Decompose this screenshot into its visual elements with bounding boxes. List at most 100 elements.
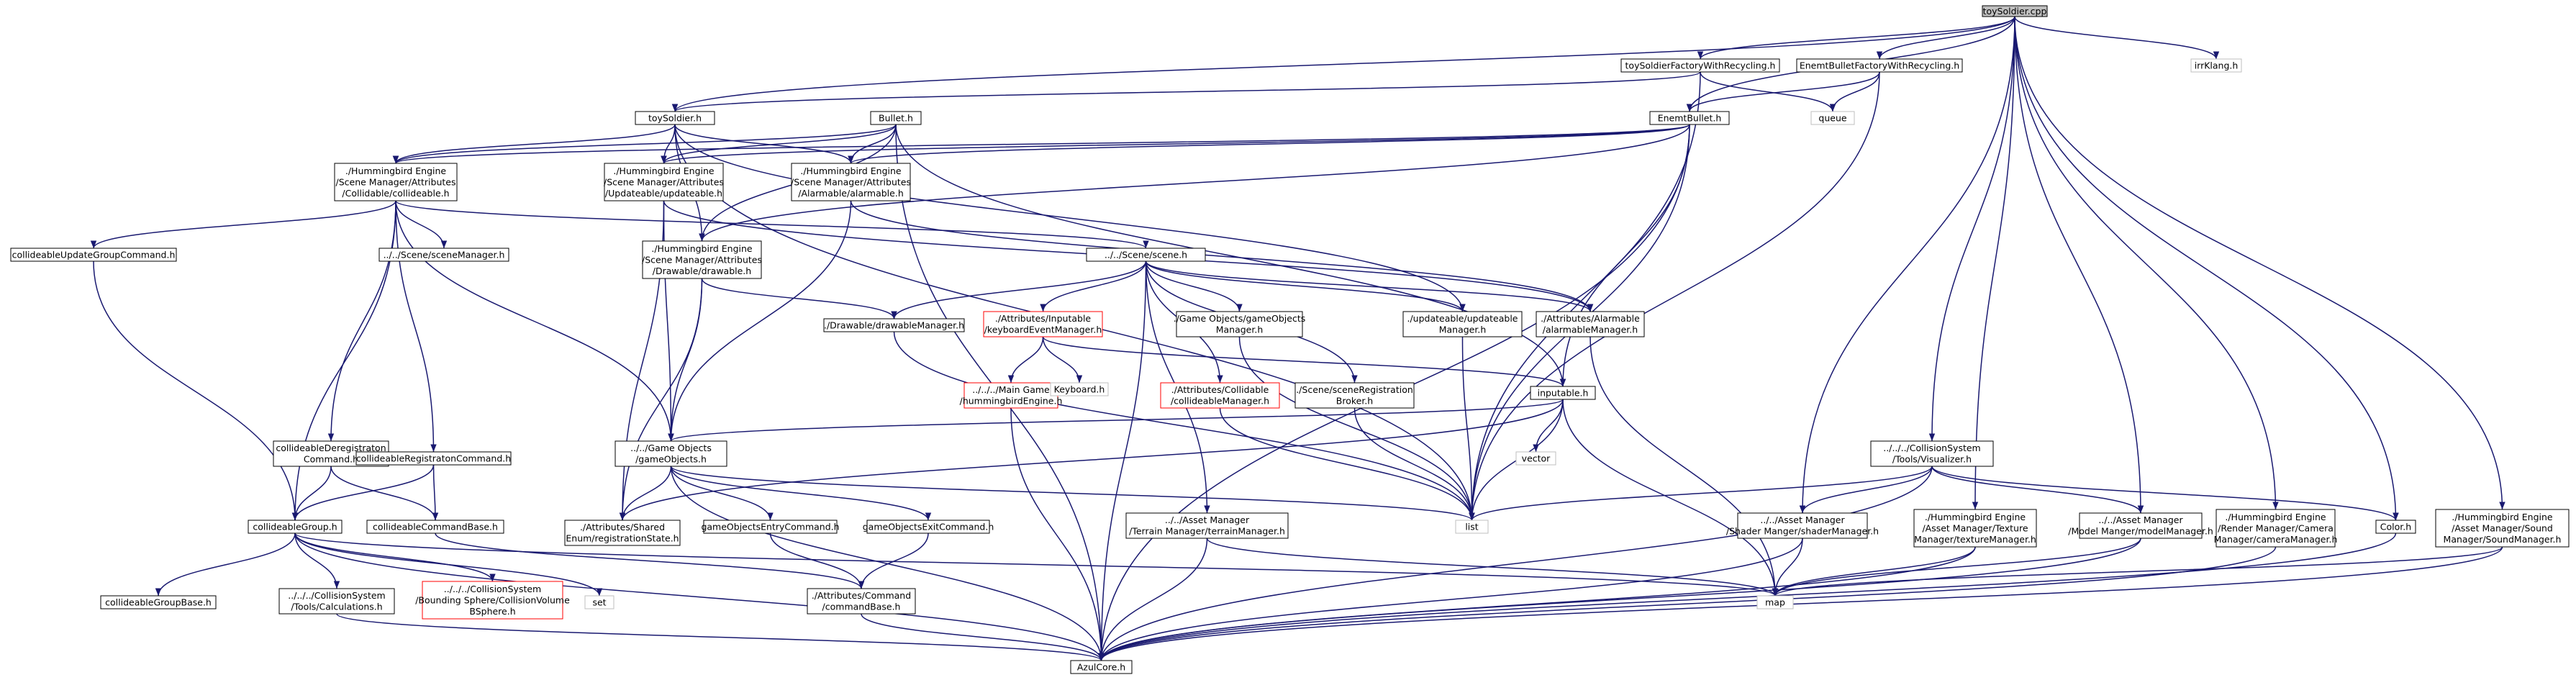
node-cmdbase[interactable]: ./Attributes/Command/commandBase.h: [807, 588, 916, 615]
node-updh[interactable]: ./Hummingbird Engine/Scene Manager/Attri…: [604, 163, 724, 201]
edge-root-to-camera: [2014, 16, 2279, 510]
node-label-line: ../../Asset Manager: [1760, 514, 1845, 525]
node-label-line: inputable.h: [1538, 387, 1589, 398]
node-cgrp[interactable]: collideableGroup.h: [248, 520, 343, 534]
node-label-line: /Asset Manager/Sound: [2452, 522, 2553, 533]
edge-gobjmgr-to-list: [1238, 336, 1475, 521]
node-cgb[interactable]: collideableGroupBase.h: [100, 595, 217, 609]
node-kb[interactable]: Keyboard.h: [1050, 382, 1109, 396]
node-kbmgr[interactable]: ./Attributes/Inputable/keyboardEventMana…: [983, 311, 1103, 337]
node-label-line: gameObjectsExitCommand.h: [863, 521, 994, 532]
node-label-line: Manager/SoundManager.h: [2444, 534, 2562, 545]
node-list[interactable]: list: [1455, 520, 1489, 534]
edge-root-to-color: [2014, 16, 2399, 521]
node-root[interactable]: toySoldier.cpp: [1982, 5, 2048, 17]
edge-alarmh-to-gobj: [668, 200, 852, 442]
node-texture[interactable]: ./Hummingbird Engine/Asset Manager/Textu…: [1913, 509, 2037, 548]
node-ebfwr[interactable]: EnemtBulletFactoryWithRecycling.h: [1796, 58, 1963, 73]
node-label-line: ./Attributes/Collidable: [1171, 384, 1269, 395]
node-sound[interactable]: ./Hummingbird Engine/Asset Manager/Sound…: [2435, 509, 2570, 548]
node-box: [1620, 58, 1780, 73]
node-label-line: /Tools/Visualizer.h: [1892, 454, 1972, 465]
node-cviz[interactable]: ../../../CollisionSystem/Tools/Visualize…: [1870, 440, 1994, 467]
node-alarmh[interactable]: ./Hummingbird Engine/Scene Manager/Attri…: [791, 163, 911, 201]
node-box: [1530, 386, 1596, 400]
node-collh[interactable]: ./Hummingbird Engine/Scene Manager/Attri…: [334, 163, 458, 201]
edge-collh-to-cugc: [90, 200, 396, 249]
edge-collh-to-scene: [395, 200, 1149, 249]
edge-inputable-to-gobj: [668, 399, 1564, 442]
node-scnmgr[interactable]: ../../Scene/sceneManager.h: [378, 248, 509, 262]
node-cugc[interactable]: collideableUpdateGroupCommand.h: [10, 248, 177, 262]
edge-color-to-azul: [1098, 532, 2397, 661]
node-regstate[interactable]: ./Attributes/SharedEnum/registrationStat…: [564, 520, 681, 546]
node-color[interactable]: Color.h: [2375, 520, 2416, 534]
node-gobj[interactable]: ../../Game Objects/gameObjects.h: [614, 440, 727, 467]
edge-crc-to-cgrp: [291, 464, 435, 521]
node-colmgr[interactable]: ./Attributes/Collidable/collideableManag…: [1160, 382, 1280, 409]
edge-root-to-model: [2014, 16, 2144, 514]
node-box: [1086, 248, 1206, 262]
edge-ccb-to-cmdbase: [435, 532, 865, 589]
node-goec[interactable]: gameObjectsEntryCommand.h: [701, 520, 840, 534]
edge-cviz-to-shader: [1799, 466, 1933, 514]
node-calc[interactable]: ../../../CollisionSystem/Tools/Calculati…: [278, 588, 395, 615]
node-label-line: ./Hummingbird Engine: [2452, 512, 2553, 522]
node-label-line: list: [1465, 521, 1478, 532]
edge-cmdbase-to-azul: [861, 613, 1105, 661]
node-map[interactable]: map: [1756, 595, 1794, 609]
edge-sound-to-map: [1772, 546, 2503, 597]
node-enemb[interactable]: EnemtBullet.h: [1649, 111, 1730, 125]
node-label-line: gameObjectsEntryCommand.h: [701, 521, 839, 532]
node-azul[interactable]: AzulCore.h: [1070, 660, 1133, 674]
node-label-line: ../../Scene/sceneManager.h: [384, 249, 505, 260]
node-ccb[interactable]: collideableCommandBase.h: [366, 520, 504, 534]
node-shader[interactable]: ../../Asset Manager/Shader Manger/shader…: [1726, 512, 1879, 539]
node-set[interactable]: set: [584, 595, 614, 609]
node-tsfwr[interactable]: toySoldierFactoryWithRecycling.h: [1620, 58, 1780, 73]
node-bullet[interactable]: Bullet.h: [870, 111, 922, 125]
edge-alarmh-to-almgr: [850, 200, 1594, 312]
node-label-line: collideableRegistratonCommand.h: [356, 453, 511, 463]
node-label-line: ../../../CollisionSystem: [1883, 443, 1980, 453]
edge-drawh-to-gobj: [668, 278, 703, 442]
node-inputable[interactable]: inputable.h: [1530, 386, 1596, 400]
node-camera[interactable]: ./Hummingbird Engine/Render Manager/Came…: [2214, 509, 2338, 548]
edge-root-to-ebfwr: [1876, 16, 2015, 60]
node-label-line: /keyboardEventManager.h: [984, 325, 1102, 335]
node-irrk[interactable]: irrKlang.h: [2190, 58, 2242, 73]
node-box: [604, 163, 724, 201]
dependency-edges: [90, 16, 2505, 661]
node-bsphere[interactable]: ../../../CollisionSystem/Bounding Sphere…: [415, 581, 570, 620]
edge-ebfwr-to-queue: [1829, 71, 1880, 112]
node-label-line: ../../../Main Game: [972, 384, 1050, 395]
node-scene[interactable]: ../../Scene/scene.h: [1086, 248, 1206, 262]
edge-ebfwr-to-list: [1469, 71, 1880, 521]
edge-scene-to-gobjmgr: [1145, 260, 1243, 312]
node-box: [1870, 440, 1994, 467]
node-toys[interactable]: toySoldier.h: [635, 111, 715, 125]
node-terrain[interactable]: ../../Asset Manager/Terrain Manager/terr…: [1125, 512, 1289, 539]
node-almgr[interactable]: ./Attributes/Alarmable/alarmableManager.…: [1536, 311, 1645, 337]
node-model[interactable]: ../../Asset Manager/Model Manger/modelMa…: [2068, 512, 2213, 539]
node-label-line: Manager.h: [1439, 325, 1487, 335]
node-goxc[interactable]: gameObjectsExitCommand.h: [863, 520, 994, 534]
node-box: [1756, 595, 1794, 609]
node-label-line: toySoldier.cpp: [1983, 6, 2047, 17]
node-crc[interactable]: collideableRegistratonCommand.h: [355, 451, 512, 466]
node-vector[interactable]: vector: [1515, 451, 1556, 466]
node-hbe[interactable]: ../../../Main Game/hummingbirdEngine.h: [960, 382, 1063, 409]
edge-sound-to-azul: [1098, 546, 2503, 661]
node-queue[interactable]: queue: [1810, 111, 1855, 125]
edge-gobj-to-list: [670, 466, 1475, 521]
edge-bullet-to-inputable: [895, 124, 1566, 387]
node-box: [2079, 512, 2203, 539]
node-drawmgr[interactable]: ./Drawable/drawableManager.h: [823, 318, 965, 332]
node-label-line: ./Attributes/Command: [812, 590, 911, 601]
node-label-line: ./Attributes/Shared: [580, 522, 665, 532]
edge-terrain-to-azul: [1098, 538, 1208, 661]
node-drawh[interactable]: ./Hummingbird Engine/Scene Manager/Attri…: [642, 240, 762, 279]
